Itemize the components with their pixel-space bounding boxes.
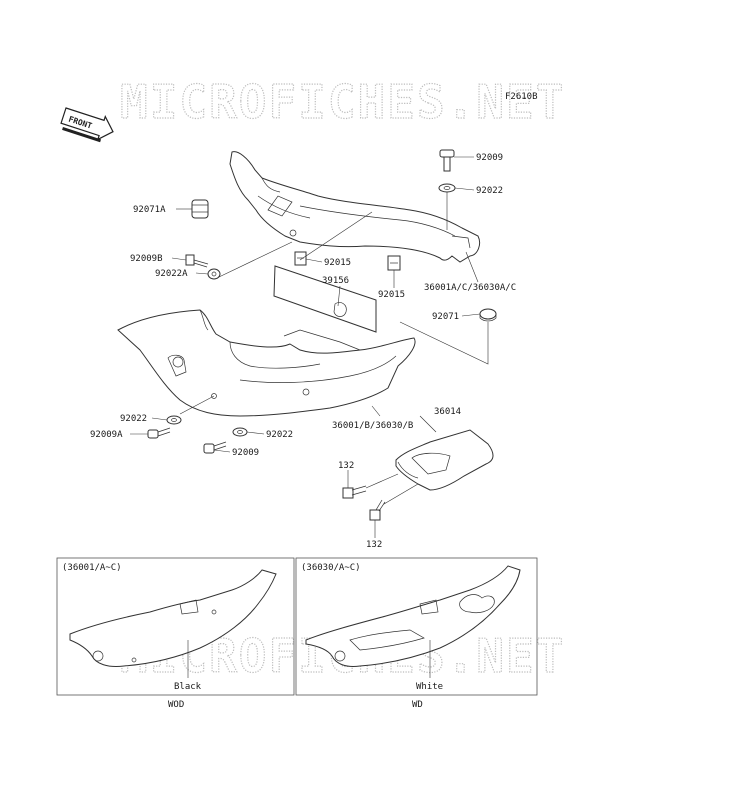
bolt-92009-top-icon: [439, 149, 455, 172]
label-92009B: 92009B: [130, 254, 163, 264]
washer-92022-left-icon: [166, 415, 182, 425]
label-36001AC: 36001A/C/36030A/C: [424, 283, 516, 293]
label-36014: 36014: [434, 407, 461, 417]
inset-right-color: White: [416, 682, 443, 692]
inset-right-title: (36030/A~C): [301, 563, 361, 573]
label-92022-top: 92022: [476, 186, 503, 196]
leader-lines: [130, 156, 489, 538]
label-92009-top: 92009: [476, 153, 503, 163]
label-92022-left: 92022: [120, 414, 147, 424]
label-92071A: 92071A: [133, 205, 166, 215]
label-92009-mid: 92009: [232, 448, 259, 458]
inset-left: (36001/A~C) Black: [56, 557, 295, 696]
label-92022A: 92022A: [155, 269, 188, 279]
inset-left-model: WOD: [168, 700, 184, 710]
front-arrow-icon: FRONT: [60, 107, 114, 143]
upper-side-cover: [229, 151, 481, 263]
label-92015-left: 92015: [324, 258, 351, 268]
bolt-92009B-icon: [185, 254, 209, 268]
watermark-top: MICROFICHES.NET: [120, 75, 565, 129]
label-39156: 39156: [322, 276, 349, 286]
label-92015-right: 92015: [378, 290, 405, 300]
grommet-92071-icon: [479, 308, 497, 322]
inset-left-color: Black: [174, 682, 202, 692]
clip-92015-left-icon: [294, 251, 307, 266]
lower-side-cover: [117, 309, 416, 417]
washer-92022-top-icon: [438, 183, 456, 193]
bolt-132-bottom-icon: [369, 499, 386, 521]
label-36001B: 36001/B/36030/B: [332, 421, 413, 431]
label-132-bottom: 132: [366, 540, 382, 550]
inset-right-model: WD: [412, 700, 423, 710]
clip-92015-right-icon: [387, 255, 401, 271]
inset-left-title: (36001/A~C): [62, 563, 122, 573]
inset-right: (36030/A~C) White: [295, 557, 538, 696]
figure-code: F2610B: [505, 92, 538, 102]
grommet-92071A-icon: [191, 199, 209, 219]
washer-92022A-icon: [207, 268, 221, 280]
label-92022-mid: 92022: [266, 430, 293, 440]
bolt-92009-mid-icon: [203, 441, 227, 454]
bolt-92009A-icon: [147, 427, 171, 439]
plate-39156: [273, 265, 377, 333]
label-92009A: 92009A: [90, 430, 123, 440]
rear-cover-36014: [395, 429, 494, 491]
label-92071: 92071: [432, 312, 459, 322]
washer-92022-mid-icon: [232, 427, 248, 437]
bolt-132-top-icon: [342, 485, 367, 499]
label-132-top: 132: [338, 461, 354, 471]
